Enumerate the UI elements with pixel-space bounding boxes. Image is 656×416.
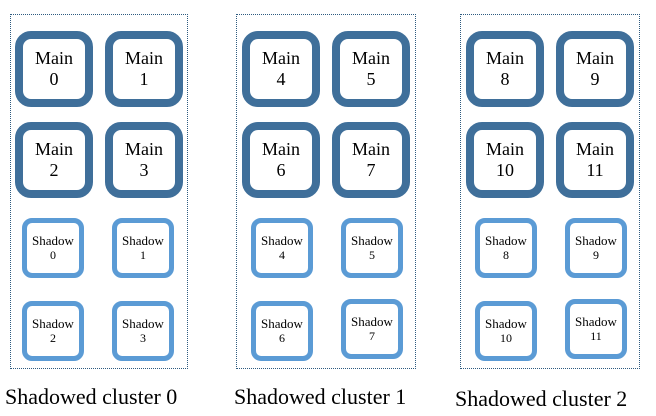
shadow-node-number: 5 (369, 247, 375, 262)
main-node-label: Main (262, 48, 300, 69)
shadow-node-number: 8 (503, 247, 509, 262)
shadow-node-label: Shadow (122, 315, 164, 331)
main-node-number: 0 (49, 69, 59, 89)
main-node-7: Main 7 (332, 122, 410, 198)
shadow-node-number: 7 (369, 328, 375, 343)
main-node-number: 11 (586, 160, 604, 180)
shadow-node-7: Shadow 7 (341, 299, 403, 359)
main-node-label: Main (35, 48, 73, 69)
shadow-node-8: Shadow 8 (475, 218, 537, 278)
shadow-node-number: 1 (140, 247, 146, 262)
shadow-node-label: Shadow (575, 313, 617, 329)
main-node-label: Main (125, 48, 163, 69)
shadow-node-2: Shadow 2 (22, 301, 84, 361)
shadow-node-1: Shadow 1 (112, 218, 174, 278)
main-node-10: Main 10 (466, 122, 544, 198)
main-node-11: Main 11 (556, 122, 634, 198)
shadow-node-label: Shadow (122, 232, 164, 248)
main-node-number: 9 (590, 69, 600, 89)
shadow-node-11: Shadow 11 (565, 299, 627, 359)
main-node-label: Main (486, 139, 524, 160)
shadow-node-label: Shadow (575, 232, 617, 248)
main-node-6: Main 6 (242, 122, 320, 198)
main-node-9: Main 9 (556, 31, 634, 107)
shadow-node-0: Shadow 0 (22, 218, 84, 278)
shadow-node-number: 10 (500, 330, 512, 345)
shadow-node-number: 0 (50, 247, 56, 262)
main-node-2: Main 2 (15, 122, 93, 198)
main-node-number: 1 (139, 69, 149, 89)
main-node-label: Main (576, 48, 614, 69)
shadow-node-number: 2 (50, 330, 56, 345)
main-node-5: Main 5 (332, 31, 410, 107)
shadow-node-6: Shadow 6 (251, 301, 313, 361)
main-node-number: 2 (49, 160, 59, 180)
main-node-0: Main 0 (15, 31, 93, 107)
main-node-4: Main 4 (242, 31, 320, 107)
shadow-node-label: Shadow (351, 232, 393, 248)
main-node-label: Main (486, 48, 524, 69)
cluster-2-frame (460, 14, 640, 369)
shadow-node-label: Shadow (261, 315, 303, 331)
shadow-node-label: Shadow (351, 313, 393, 329)
main-node-label: Main (125, 139, 163, 160)
shadow-node-number: 6 (279, 330, 285, 345)
shadow-node-label: Shadow (32, 315, 74, 331)
cluster-0-caption: Shadowed cluster 0 (5, 384, 178, 409)
shadow-node-number: 3 (140, 330, 146, 345)
main-node-number: 10 (496, 160, 514, 180)
main-node-8: Main 8 (466, 31, 544, 107)
main-node-number: 3 (139, 160, 149, 180)
shadow-node-label: Shadow (485, 315, 527, 331)
main-node-number: 4 (276, 69, 286, 89)
cluster-2-caption: Shadowed cluster 2 (455, 386, 628, 411)
main-node-label: Main (262, 139, 300, 160)
shadow-node-number: 11 (590, 328, 602, 343)
main-node-number: 6 (276, 160, 286, 180)
main-node-number: 7 (366, 160, 376, 180)
shadow-node-3: Shadow 3 (112, 301, 174, 361)
cluster-1-caption: Shadowed cluster 1 (234, 384, 407, 409)
main-node-1: Main 1 (105, 31, 183, 107)
main-node-label: Main (352, 48, 390, 69)
shadow-node-label: Shadow (32, 232, 74, 248)
cluster-1-frame (236, 14, 416, 369)
main-node-number: 5 (366, 69, 376, 89)
shadow-node-label: Shadow (485, 232, 527, 248)
shadow-node-number: 4 (279, 247, 285, 262)
shadow-node-number: 9 (593, 247, 599, 262)
main-node-label: Main (576, 139, 614, 160)
shadow-node-5: Shadow 5 (341, 218, 403, 278)
shadow-node-10: Shadow 10 (475, 301, 537, 361)
cluster-0-frame (10, 14, 188, 369)
main-node-number: 8 (500, 69, 510, 89)
main-node-3: Main 3 (105, 122, 183, 198)
shadow-node-label: Shadow (261, 232, 303, 248)
shadow-node-4: Shadow 4 (251, 218, 313, 278)
main-node-label: Main (352, 139, 390, 160)
shadow-node-9: Shadow 9 (565, 218, 627, 278)
main-node-label: Main (35, 139, 73, 160)
